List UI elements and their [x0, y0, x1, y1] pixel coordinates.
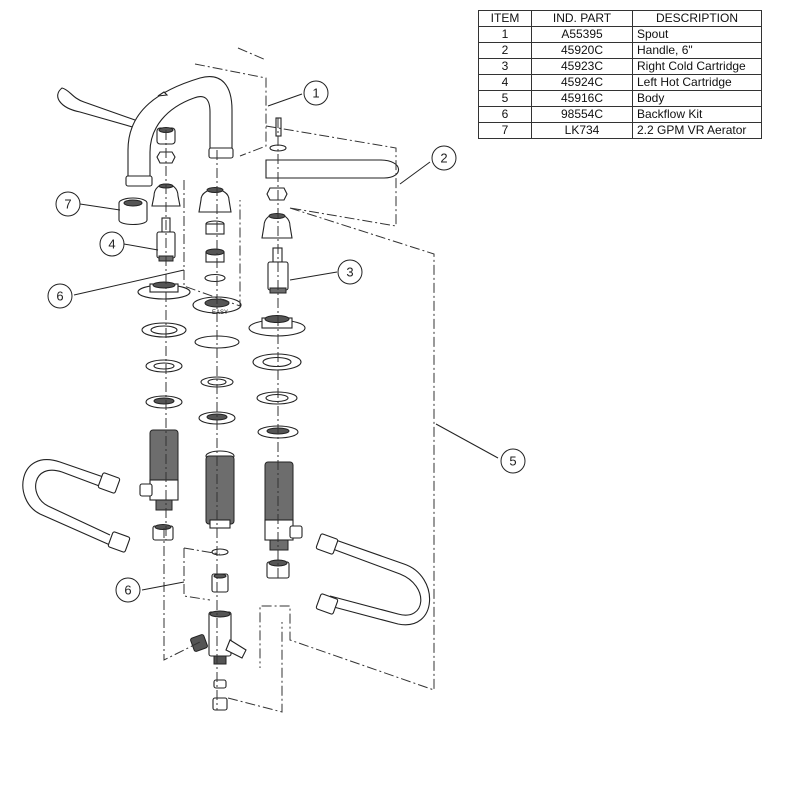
aerator	[118, 197, 148, 226]
header-description: DESCRIPTION	[632, 10, 762, 27]
part-description: 2.2 GPM VR Aerator	[632, 122, 762, 139]
item-number: 2	[478, 42, 532, 59]
callout-5: 5	[500, 448, 526, 474]
part-number: 45916C	[531, 90, 633, 107]
svg-text:5: 5	[509, 454, 516, 469]
item-number: 7	[478, 122, 532, 139]
part-number: 45920C	[531, 42, 633, 59]
svg-text:6: 6	[56, 289, 63, 304]
svg-text:7: 7	[64, 197, 71, 212]
part-number: 45924C	[531, 74, 633, 91]
callout-2: 2	[431, 145, 457, 171]
part-number: LK734	[531, 122, 633, 139]
part-number: 98554C	[531, 106, 633, 123]
callout-4: 4	[99, 231, 125, 257]
svg-text:2: 2	[440, 151, 447, 166]
item-number: 6	[478, 106, 532, 123]
item-number: 1	[478, 26, 532, 43]
part-description: Right Cold Cartridge	[632, 58, 762, 75]
callout-1: 1	[303, 80, 329, 106]
header-part: IND. PART	[531, 10, 633, 27]
spout	[125, 76, 234, 187]
header-item: ITEM	[478, 10, 532, 27]
supply-hoses	[22, 459, 431, 626]
right-stack	[248, 117, 400, 579]
callout-leaders	[73, 93, 499, 591]
svg-text:6: 6	[124, 583, 131, 598]
assembly-guide-lines	[163, 47, 435, 713]
part-description: Backflow Kit	[632, 106, 762, 123]
parts-table-header: ITEM IND. PART DESCRIPTION	[478, 10, 762, 27]
callout-6-lower: 6	[115, 577, 141, 603]
svg-text:3: 3	[346, 265, 353, 280]
callout-7: 7	[55, 191, 81, 217]
svg-text:4: 4	[108, 237, 115, 252]
item-number: 3	[478, 58, 532, 75]
escutcheon-stamp: EASY	[212, 310, 228, 316]
left-stack	[137, 127, 191, 541]
part-description: Spout	[632, 26, 762, 43]
item-number: 5	[478, 90, 532, 107]
center-stack: EASY	[190, 187, 247, 711]
part-description: Left Hot Cartridge	[632, 74, 762, 91]
callout-3: 3	[337, 259, 363, 285]
part-description: Handle, 6"	[632, 42, 762, 59]
item-number: 4	[478, 74, 532, 91]
part-number: A55395	[531, 26, 633, 43]
callout-6-upper: 6	[47, 283, 73, 309]
part-description: Body	[632, 90, 762, 107]
svg-text:1: 1	[312, 86, 319, 101]
part-number: 45923C	[531, 58, 633, 75]
